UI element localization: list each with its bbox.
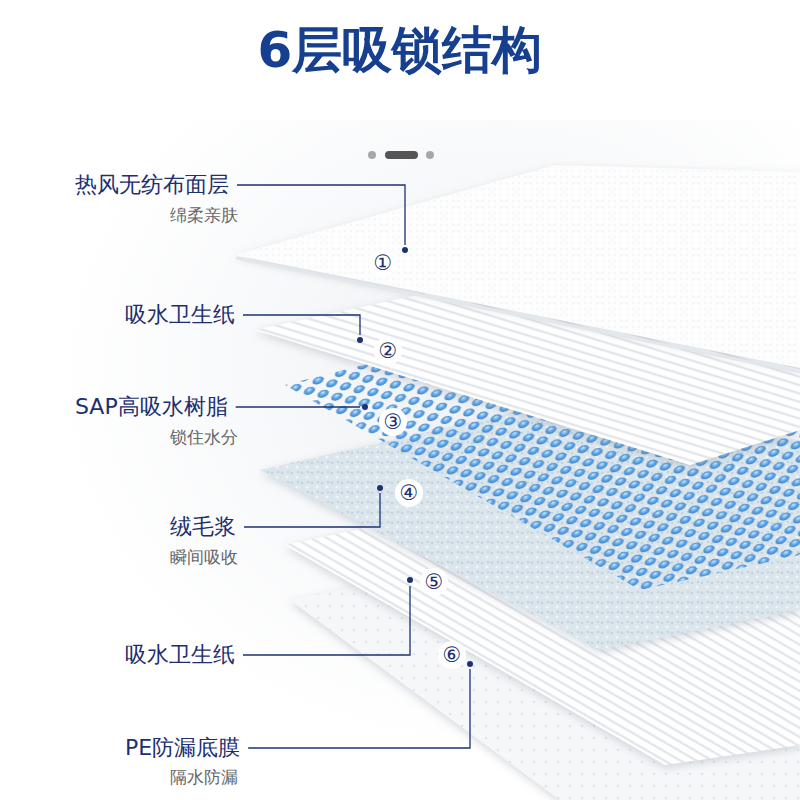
pager-dots bbox=[368, 151, 434, 159]
callout-number: ⑤ bbox=[420, 568, 448, 596]
callout-number: ① bbox=[369, 249, 397, 277]
leader-line bbox=[248, 669, 470, 748]
leader-line bbox=[237, 185, 405, 245]
callout-number: ④ bbox=[395, 479, 423, 507]
leader-line bbox=[243, 586, 410, 655]
leader-dot bbox=[362, 404, 368, 410]
callout-number: ② bbox=[374, 337, 402, 365]
background-glow bbox=[0, 120, 800, 800]
layer-feature: 锁住水分 bbox=[170, 427, 238, 448]
leader-dot bbox=[407, 577, 413, 583]
layer-name: 吸水卫生纸 bbox=[125, 641, 235, 669]
nonwoven-top-layer bbox=[235, 165, 800, 368]
layer-name: 绒毛浆 bbox=[170, 513, 236, 541]
layer-name: 吸水卫生纸 bbox=[125, 301, 235, 329]
layer-feature: 绵柔亲肤 bbox=[170, 205, 238, 226]
callout-number: ③ bbox=[379, 408, 407, 436]
layer-feature: 瞬间吸收 bbox=[170, 547, 238, 568]
callout-number: ⑥ bbox=[438, 641, 466, 669]
leader-line bbox=[243, 315, 360, 335]
leader-line bbox=[236, 406, 360, 407]
leader-dot bbox=[357, 337, 363, 343]
layer-feature: 隔水防漏 bbox=[170, 767, 238, 788]
layer-name: 热风无纺布面层 bbox=[75, 171, 229, 199]
leader-dot bbox=[467, 661, 473, 667]
layer-name: PE防漏底膜 bbox=[125, 734, 240, 762]
layer-name: SAP高吸水树脂 bbox=[75, 393, 228, 421]
layer-edge bbox=[236, 258, 800, 372]
leader-line bbox=[244, 493, 380, 527]
leader-dot bbox=[402, 247, 408, 253]
leader-dot bbox=[377, 485, 383, 491]
title: 6层吸锁结构 bbox=[0, 20, 800, 80]
